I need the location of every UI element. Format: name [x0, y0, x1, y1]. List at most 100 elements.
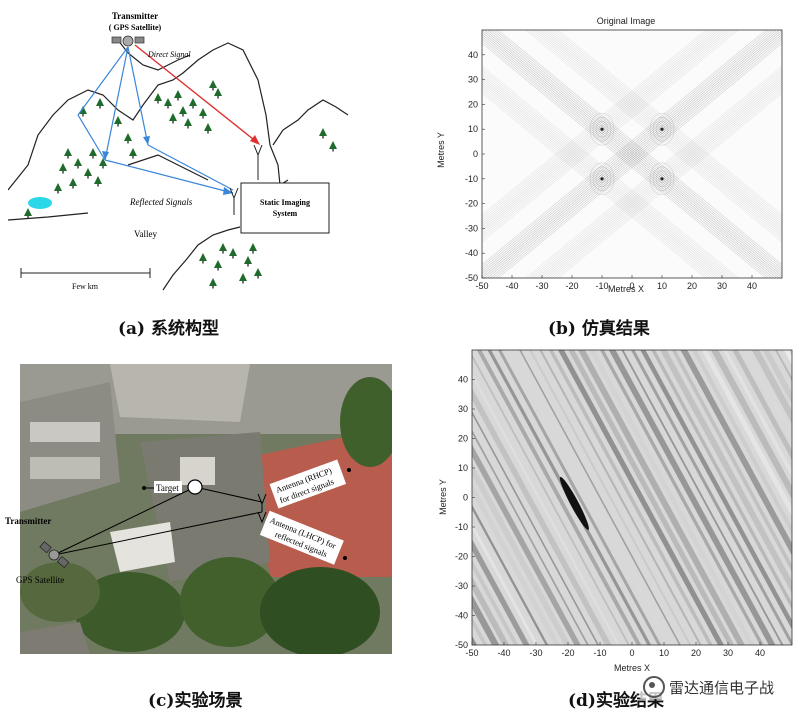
tree-icon: [69, 178, 77, 189]
streak-line: [701, 350, 792, 517]
point-target: [600, 127, 604, 131]
watermark: 雷达通信电子战: [638, 675, 778, 699]
tree-icon: [99, 158, 107, 169]
rhcp-pointer-dot: [347, 468, 351, 472]
streak-line: [508, 350, 672, 645]
panel-a-system-diagram: Transmitter ( GPS Satellite) Direct Sign…: [8, 11, 349, 291]
dark-feature: [559, 476, 589, 530]
tree-icon: [329, 141, 337, 152]
chart-b-xlabel: Metres X: [608, 284, 644, 294]
sidelobe-ring: [652, 166, 672, 191]
chart-b-ytick-label: 0: [473, 149, 478, 159]
sidelobe-line: [547, 83, 782, 278]
sidelobe-line: [492, 30, 782, 270]
streak-line: [430, 345, 471, 675]
antenna-icons: [229, 144, 263, 215]
target-pointer-dot: [142, 486, 146, 490]
tree-icon: [239, 273, 247, 284]
chart-d-xtick-label: -50: [465, 648, 478, 658]
streak-line: [472, 429, 589, 645]
sidelobe-ring: [649, 113, 675, 146]
streak-line: [568, 350, 735, 645]
sidelobe-line: [482, 90, 709, 278]
sidelobe-ring: [649, 162, 675, 195]
reflected-signal-paths: [77, 46, 234, 195]
sidelobe-line: [482, 92, 707, 278]
sidelobe-line: [482, 43, 766, 278]
streak-line: [472, 410, 599, 645]
sidelobe-line: [482, 30, 769, 268]
sidelobe-line: [482, 65, 739, 278]
streak-line: [621, 350, 784, 645]
streak-pattern: [430, 345, 792, 675]
chart-b-xtick-label: -10: [595, 281, 608, 291]
tree-icon: [199, 253, 207, 264]
tree-icon: [94, 176, 102, 187]
tree-icon: [319, 128, 327, 139]
streak-line: [472, 482, 560, 645]
sidelobe-ring: [658, 174, 666, 183]
sidelobe-line: [482, 68, 736, 278]
static-imaging-label-1: Static Imaging: [260, 198, 310, 207]
target-label-bg: [154, 481, 182, 493]
streak-line: [476, 350, 642, 645]
streak-line: [472, 576, 510, 645]
sidelobe-line: [533, 30, 782, 236]
tree-icon: [189, 98, 197, 109]
sidelobe-ring: [592, 117, 612, 142]
streak-line: [741, 350, 792, 443]
sidelobe-line: [482, 32, 780, 278]
scale-bar: [20, 268, 151, 278]
sidelobe-line: [549, 30, 782, 222]
sidelobe-ring: [595, 121, 609, 138]
chart-d-xtick-label: -40: [497, 648, 510, 658]
tree-icon: [204, 123, 212, 134]
streak-line: [671, 350, 792, 573]
chart-b-xtick-label: -20: [565, 281, 578, 291]
reflected-signals-label: Reflected Signals: [129, 197, 193, 207]
streak-line: [472, 387, 612, 645]
tree-clusters: [24, 80, 337, 289]
streak-line: [608, 350, 776, 645]
sidelobe-line: [482, 40, 769, 278]
static-imaging-system-box: [240, 182, 330, 234]
sidelobe-line: [482, 30, 720, 227]
sidelobe-line: [482, 74, 728, 278]
chart-b-xtick-label: 20: [687, 281, 697, 291]
sidelobe-line: [482, 30, 769, 268]
caption-c: (c)实验场景: [148, 691, 243, 711]
sidelobe-line: [482, 30, 717, 225]
sidelobe-line: [552, 30, 782, 220]
panel-c-experiment-photo: Target Antenna (RHCP) for direct signals…: [5, 364, 392, 654]
streak-line: [557, 350, 724, 645]
tree-icon: [179, 106, 187, 117]
sidelobe-line: [482, 30, 780, 276]
signal-lines: [53, 486, 263, 556]
sidelobe-line: [482, 30, 777, 274]
tree-icon: [214, 260, 222, 271]
streak-line: [710, 350, 792, 500]
chart-d-xtick-label: 20: [691, 648, 701, 658]
sidelobe-line: [482, 81, 720, 278]
sidelobe-line: [484, 32, 782, 278]
tree-icon: [184, 118, 192, 129]
sidelobe-ring: [655, 121, 669, 138]
streak-line: [680, 350, 792, 556]
sidelobe-line: [482, 30, 739, 243]
sidelobe-line: [487, 34, 782, 278]
sidelobe-line: [536, 30, 782, 234]
chart-d-xtick-label: -30: [529, 648, 542, 658]
sidelobe-line: [495, 30, 782, 268]
sidelobe-ring: [598, 125, 606, 134]
sidelobe-line: [528, 68, 782, 278]
tree-icon: [214, 88, 222, 99]
sidelobe-line: [482, 88, 712, 278]
wechat-channel-icon: [642, 676, 665, 698]
sidelobe-line: [482, 34, 777, 278]
sidelobe-line: [552, 88, 782, 278]
sidelobe-line: [482, 72, 731, 278]
sidelobe-line: [482, 32, 780, 278]
chart-d-ylabel: Metres Y: [438, 479, 448, 515]
